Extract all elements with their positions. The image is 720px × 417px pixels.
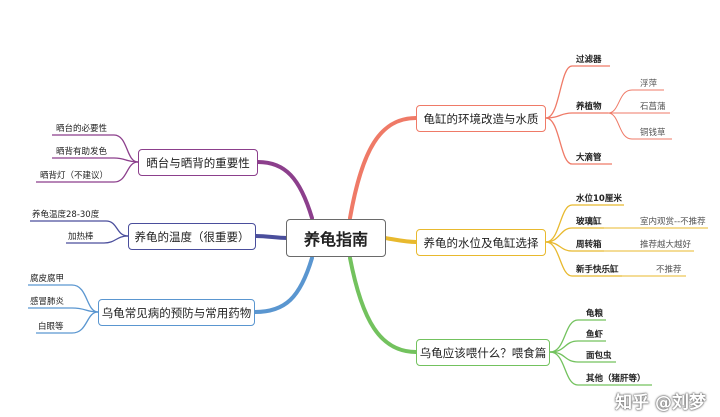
leaf-plant-acorus[interactable]: 石菖蒲 — [640, 102, 666, 112]
leaf-disease-shell-rot[interactable]: 腐皮腐甲 — [30, 274, 65, 284]
leaf-temp-range[interactable]: 养龟温度28-30度 — [32, 210, 100, 220]
leaf-disease-white-eye[interactable]: 白眼等 — [38, 322, 64, 332]
leaf-filter[interactable]: 过滤器 — [576, 55, 602, 65]
branch-disease — [253, 256, 314, 314]
topic-temp[interactable]: 养龟的温度（很重要） — [128, 223, 256, 250]
leaf-plants[interactable]: 养植物 — [576, 102, 602, 112]
leaf-starter-note[interactable]: 不推荐 — [656, 265, 682, 275]
leaf-plant-pennywort[interactable]: 铜钱草 — [640, 128, 666, 138]
watermark: 知乎 @刘梦 — [615, 393, 706, 413]
branch-food — [348, 256, 418, 354]
leaf-food-other[interactable]: 其他（猪肝等） — [586, 374, 646, 384]
leaf-glass-tank[interactable]: 玻璃缸 — [576, 217, 602, 227]
leaf-turnover-note[interactable]: 推荐越大越好 — [640, 240, 692, 250]
leaf-disease-pneumonia[interactable]: 感冒肺炎 — [30, 297, 65, 307]
branch-env — [348, 116, 418, 220]
leaf-turnover-box[interactable]: 周转箱 — [576, 240, 602, 250]
branch-temp — [254, 234, 289, 240]
leaf-bask-color[interactable]: 晒背有助发色 — [56, 147, 108, 157]
topic-disease[interactable]: 乌龟常见病的预防与常用药物 — [98, 299, 255, 326]
leaf-water-level[interactable]: 水位10厘米 — [576, 194, 622, 204]
topic-bask[interactable]: 晒台与晒背的重要性 — [138, 149, 258, 176]
leaf-food-fish-shrimp[interactable]: 鱼虾 — [586, 330, 604, 340]
branch-water — [383, 236, 418, 244]
topic-food[interactable]: 乌龟应该喂什么？喂食篇 — [416, 339, 550, 366]
leaf-food-mealworm[interactable]: 面包虫 — [586, 351, 612, 361]
topic-env[interactable]: 龟缸的环境改造与水质 — [416, 105, 546, 132]
leaf-food-pellets[interactable]: 龟粮 — [586, 309, 604, 319]
central-topic[interactable]: 养龟指南 — [286, 219, 386, 257]
topic-water[interactable]: 养龟的水位及龟缸选择 — [416, 229, 546, 256]
leaf-bask-necessity[interactable]: 晒台的必要性 — [56, 124, 108, 134]
branch-bask — [256, 160, 314, 220]
leaf-temp-heater[interactable]: 加热棒 — [68, 232, 94, 242]
leaf-starter-tank[interactable]: 新手快乐缸 — [576, 265, 619, 275]
leaf-glass-note[interactable]: 室内观赏--不推荐 — [640, 217, 706, 227]
leaf-drip[interactable]: 大滴管 — [576, 153, 602, 163]
leaf-bask-lamp[interactable]: 晒背灯（不建议） — [40, 171, 109, 181]
leaf-plant-duckweed[interactable]: 浮萍 — [640, 79, 658, 89]
